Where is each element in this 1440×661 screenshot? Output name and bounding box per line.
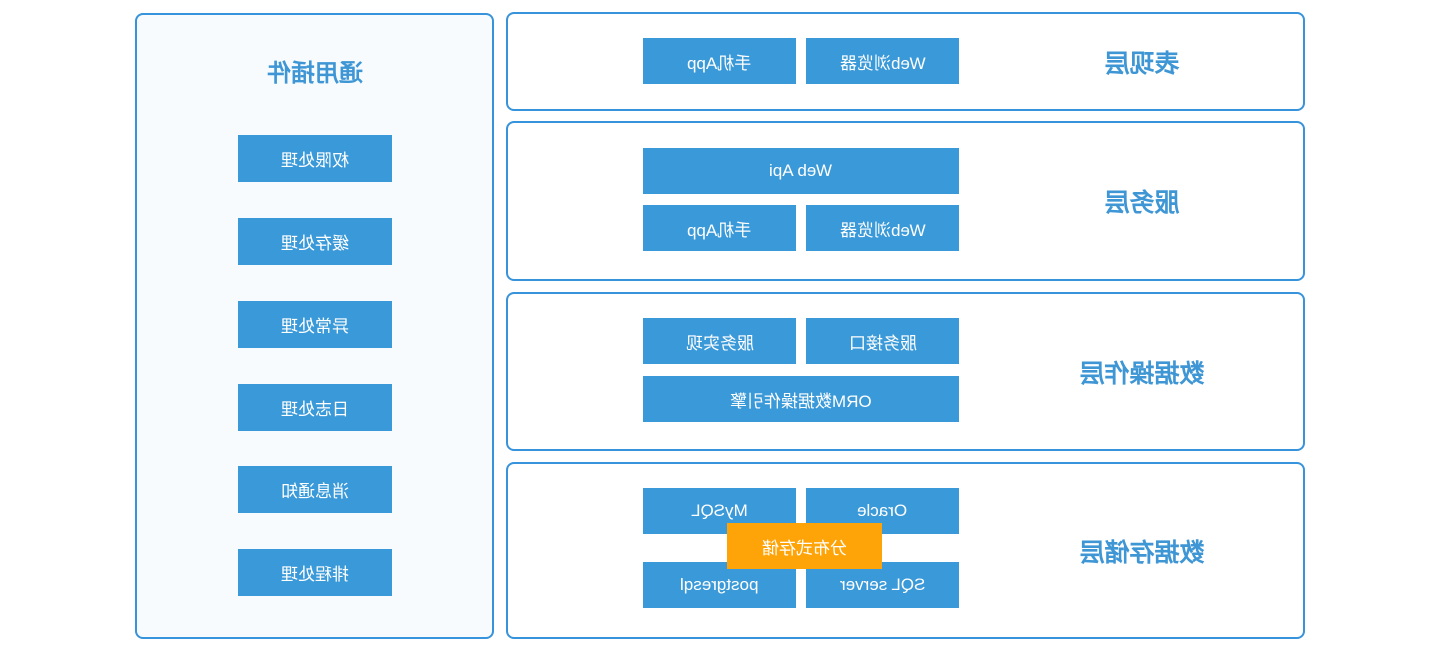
layer-label-data-storage: 数据存储层 <box>1079 533 1204 569</box>
layer-data-operation: 服务实现 服务接口 ORM数据操作引擎 数据操作层 <box>506 292 1305 451</box>
node-button-label: 分布式存储 <box>762 538 847 558</box>
plugin-button-logging[interactable]: 日志处理 <box>238 384 392 431</box>
node-button-label: ORM数据操作引擎 <box>730 391 872 411</box>
plugins-panel: 通用插件 权限处理 缓存处理 异常处理 日志处理 消息通知 排程处理 <box>135 13 494 639</box>
node-button-service-impl[interactable]: 服务实现 <box>643 318 796 364</box>
plugins-panel-title-text: 通用插件 <box>266 60 363 87</box>
plugin-button-label: 缓存处理 <box>281 234 349 253</box>
node-button-web-browser[interactable]: Web浏览器 <box>806 205 959 251</box>
node-button-label: 手机App <box>687 53 752 73</box>
layer-label-service: 服务层 <box>1104 183 1179 219</box>
node-button-label: 服务接口 <box>848 333 917 353</box>
plugin-button-exception[interactable]: 异常处理 <box>238 301 392 348</box>
node-button-sql-server[interactable]: SQL server <box>806 562 959 608</box>
node-button-label: Oracle <box>857 501 908 520</box>
node-button-label: Web浏览器 <box>839 53 926 73</box>
plugins-panel-title: 通用插件 <box>137 58 492 90</box>
node-button-label: MySQL <box>691 501 748 520</box>
plugin-button-label: 日志处理 <box>281 400 349 419</box>
layer-presentation: 手机App Web浏览器 表现层 <box>506 12 1305 111</box>
layer-label-text: 表现层 <box>1104 49 1180 78</box>
node-button-distributed-storage[interactable]: 分布式存储 <box>727 523 882 569</box>
node-button-postgresql[interactable]: postgresql <box>643 562 796 608</box>
node-button-label: 手机App <box>687 220 752 240</box>
layer-label-text: 服务层 <box>1104 189 1180 217</box>
layer-label-data-operation: 数据操作层 <box>1079 354 1204 390</box>
plugin-button-notification[interactable]: 消息通知 <box>238 466 392 513</box>
layer-label-text: 数据存储层 <box>1079 538 1205 567</box>
layer-label-presentation: 表现层 <box>1104 44 1179 80</box>
node-button-web-api[interactable]: Web Api <box>643 148 959 194</box>
plugin-button-cache[interactable]: 缓存处理 <box>238 218 392 265</box>
node-button-label: Web浏览器 <box>839 220 926 240</box>
node-button-mobile-app[interactable]: 手机App <box>643 38 796 84</box>
plugin-button-label: 权限处理 <box>281 151 349 170</box>
layer-service: Web Api 手机App Web浏览器 服务层 <box>506 121 1305 281</box>
plugin-button-label: 排程处理 <box>281 565 349 584</box>
node-button-orm-engine[interactable]: ORM数据操作引擎 <box>643 376 959 422</box>
node-button-label: 服务实现 <box>685 333 754 353</box>
plugin-button-label: 异常处理 <box>281 317 349 336</box>
layer-label-text: 数据操作层 <box>1079 359 1205 388</box>
node-button-web-browser[interactable]: Web浏览器 <box>806 38 959 84</box>
node-button-mobile-app[interactable]: 手机App <box>643 205 796 251</box>
node-button-label: SQL server <box>839 575 926 594</box>
plugin-button-scheduling[interactable]: 排程处理 <box>238 549 392 596</box>
plugin-button-label: 消息通知 <box>281 482 349 501</box>
node-button-label: postgresql <box>680 575 759 594</box>
layer-data-storage: MySQL Oracle postgresql SQL server 分布式存储… <box>506 462 1305 639</box>
plugin-button-permissions[interactable]: 权限处理 <box>238 135 392 182</box>
node-button-service-interface[interactable]: 服务接口 <box>806 318 959 364</box>
node-button-label: Web Api <box>769 161 833 180</box>
